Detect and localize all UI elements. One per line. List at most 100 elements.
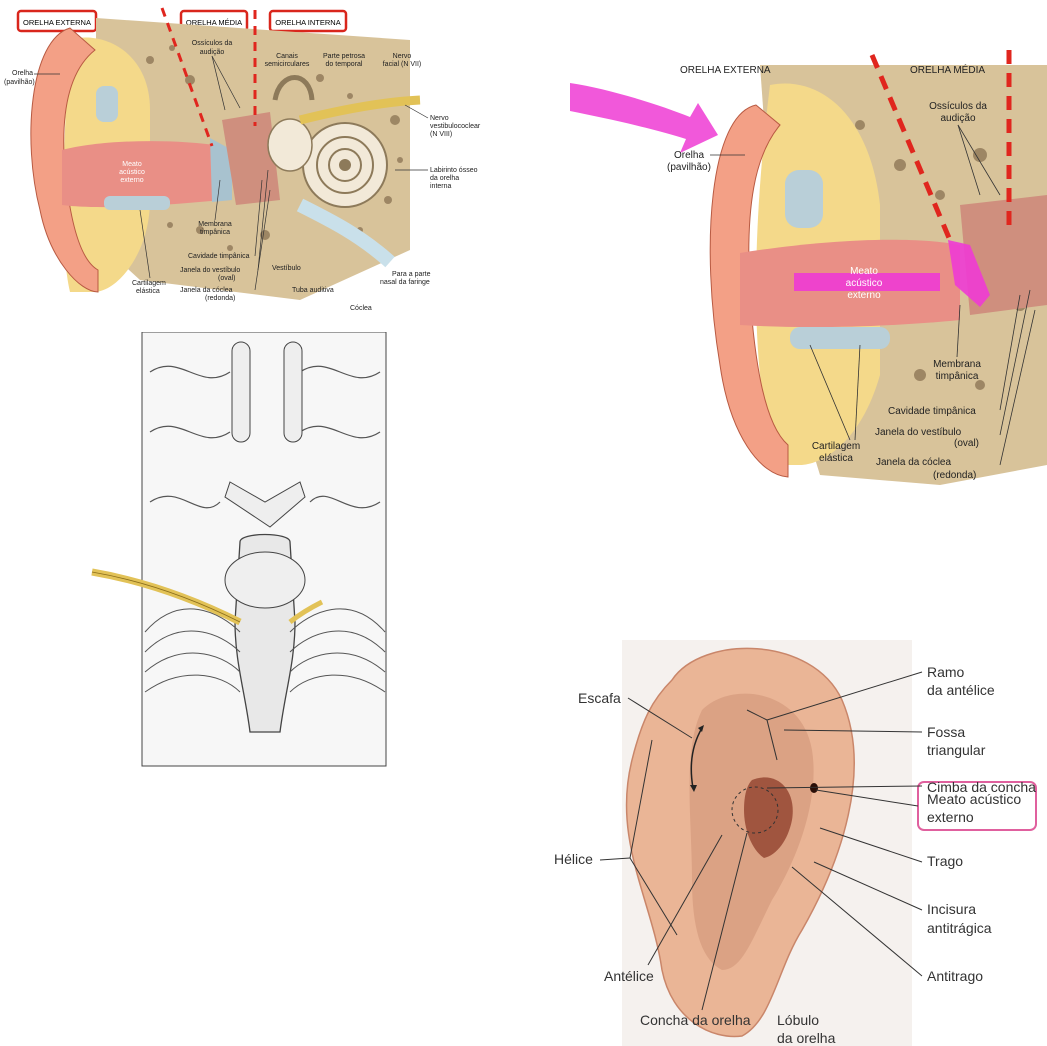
label-parte-petrosa: Parte petrosa bbox=[323, 53, 365, 60]
auricle-skin bbox=[30, 27, 99, 293]
label-cartilagem: Cartilagem bbox=[132, 280, 166, 287]
label-cimba: Cimba da concha bbox=[927, 779, 1036, 795]
label-interna: interna bbox=[430, 183, 452, 190]
label-incisura: Incisura bbox=[927, 901, 976, 917]
highlight-meato bbox=[794, 273, 940, 291]
label-janela-coclea: Janela da cóclea bbox=[180, 287, 233, 294]
cochlea-turn-1 bbox=[316, 136, 374, 194]
zoom-label-janela-vestibulo: Janela do vestíbulo bbox=[875, 427, 962, 438]
label-nervo-vest: Nervo bbox=[430, 115, 449, 122]
ear-section-svg: ORELHA EXTERNA ORELHA MÉDIA ORELHA INTER… bbox=[4, 7, 481, 312]
label-cavidade-timpanica: Cavidade timpânica bbox=[188, 253, 250, 260]
label-fossa: Fossa bbox=[927, 724, 965, 740]
label-meato-acustico: Meato acústico bbox=[927, 791, 1021, 807]
zoom-header-external: ORELHA EXTERNA bbox=[680, 65, 771, 76]
label-ossiculos: Ossículos da bbox=[192, 40, 233, 47]
zoom-label-elastica: elástica bbox=[819, 453, 853, 464]
ear-leader-lines bbox=[599, 671, 923, 1011]
label-meato-externo: externo bbox=[927, 809, 974, 825]
zoom-label-janela-coclea: Janela da cóclea bbox=[876, 457, 951, 468]
label-timpanica: timpânica bbox=[200, 229, 230, 236]
label-elastica: elástica bbox=[136, 288, 160, 295]
label-da-orelha: da orelha bbox=[430, 175, 459, 182]
label-redonda: (redonda) bbox=[205, 295, 235, 302]
vestibule-shape bbox=[267, 118, 313, 172]
label-meato: Meato bbox=[122, 161, 142, 168]
zoom-label-ossiculos: Ossículos da bbox=[929, 101, 987, 112]
zoom-label-orelha: Orelha bbox=[674, 150, 704, 161]
zoom-labels: ORELHA EXTERNA ORELHA MÉDIA Orelha (pavi… bbox=[667, 63, 987, 481]
olfactory-tract-right bbox=[283, 341, 303, 443]
leader-lines bbox=[34, 55, 429, 291]
nerve-outline bbox=[91, 571, 241, 623]
zoom-label-externo: externo bbox=[847, 290, 881, 301]
label-nervo-facial: Nervo bbox=[393, 53, 412, 60]
zoom-header-middle: ORELHA MÉDIA bbox=[910, 63, 985, 76]
middle-ear-cavity bbox=[222, 112, 280, 205]
label-janela-vestibulo: Janela do vestíbulo bbox=[180, 267, 240, 274]
semicircular-canals-shape bbox=[272, 75, 315, 101]
zoom-label-membrana: Membrana bbox=[933, 359, 981, 370]
label-triangular: triangular bbox=[927, 742, 986, 758]
label-acustico: acústico bbox=[119, 169, 145, 176]
zoom-label-acustico: acústico bbox=[846, 278, 883, 289]
zoom-label-cartilagem: Cartilagem bbox=[812, 441, 860, 452]
external-ear-diagram: Escafa Ramo da antélice Fossa triangular… bbox=[552, 640, 1047, 1046]
concha-circle bbox=[731, 786, 779, 834]
ear-section-zoom: ORELHA EXTERNA ORELHA MÉDIA Orelha (pavi… bbox=[560, 45, 1047, 495]
label-externo: externo bbox=[120, 177, 143, 184]
label-vestibulo: Vestíbulo bbox=[272, 265, 301, 272]
label-temporal: do temporal bbox=[326, 61, 363, 68]
header-external-ear: ORELHA EXTERNA bbox=[23, 18, 91, 27]
label-vestibulococlear: vestibulococlear bbox=[430, 123, 481, 130]
pons bbox=[224, 551, 306, 609]
tympanic-membrane bbox=[210, 138, 232, 202]
scapha-arrow bbox=[690, 727, 703, 789]
zoom-cartilage-upper bbox=[785, 170, 823, 228]
label-faringe: nasal da faringe bbox=[380, 279, 430, 286]
label-da-antelice: da antélice bbox=[927, 682, 995, 698]
optic-chiasm bbox=[224, 481, 306, 528]
label-lobulo: Lóbulo bbox=[777, 1012, 819, 1028]
zoom-label-redonda: (redonda) bbox=[933, 470, 976, 481]
arrow-icon bbox=[570, 83, 718, 153]
label-facial-nvii: facial (N VII) bbox=[383, 61, 422, 68]
label-tuba-auditiva: Tuba auditiva bbox=[292, 287, 334, 294]
label-antitragica: antitrágica bbox=[927, 920, 992, 936]
arrow-down-icon bbox=[690, 785, 697, 792]
label-da-orelha: da orelha bbox=[777, 1030, 836, 1046]
zoom-label-cavidade: Cavidade timpânica bbox=[888, 406, 976, 417]
label-antelice: Antélice bbox=[604, 968, 654, 984]
brain-gyri bbox=[149, 365, 381, 509]
zoom-label-meato: Meato bbox=[850, 266, 878, 277]
label-antitrago: Antitrago bbox=[927, 968, 983, 984]
label-para-a-parte: Para a parte bbox=[392, 271, 431, 278]
highlight-tympanic-membrane bbox=[948, 240, 990, 307]
label-audicao: audição bbox=[200, 49, 225, 56]
auditory-tube-shape bbox=[296, 198, 395, 268]
zoom-label-timpanica: timpânica bbox=[936, 371, 979, 382]
label-semicirculares: semicirculares bbox=[265, 61, 310, 68]
cochlear-nerve-shape bbox=[298, 95, 421, 125]
label-membrana: Membrana bbox=[198, 221, 232, 228]
zoom-label-oval: (oval) bbox=[954, 438, 979, 449]
arrow-up-icon bbox=[698, 725, 704, 732]
zoom-label-pavilhao: (pavilhão) bbox=[667, 162, 711, 173]
ear-zoom-svg: ORELHA EXTERNA ORELHA MÉDIA Orelha (pavi… bbox=[570, 50, 1047, 485]
label-orelha: Orelha bbox=[12, 70, 33, 77]
zoom-label-audicao: audição bbox=[940, 113, 975, 124]
cochlea-apex bbox=[339, 159, 351, 171]
label-concha: Concha da orelha bbox=[640, 1012, 751, 1028]
divider-dash-1 bbox=[160, 7, 214, 147]
brainstem-svg bbox=[91, 332, 387, 767]
label-ramo: Ramo bbox=[927, 664, 965, 680]
label-group: Orelha (pavilhão) Ossículos da audição C… bbox=[4, 40, 481, 312]
vestibulocochlear-nerve-right bbox=[288, 599, 324, 624]
external-canal bbox=[62, 141, 222, 208]
meatus-opening bbox=[744, 777, 793, 858]
zoom-leader-lines bbox=[710, 124, 1036, 466]
label-nviii: (N VIII) bbox=[430, 131, 452, 138]
bone-texture bbox=[132, 45, 403, 251]
label-coclea: Cóclea bbox=[350, 305, 372, 312]
cartilage-lower bbox=[104, 196, 170, 210]
